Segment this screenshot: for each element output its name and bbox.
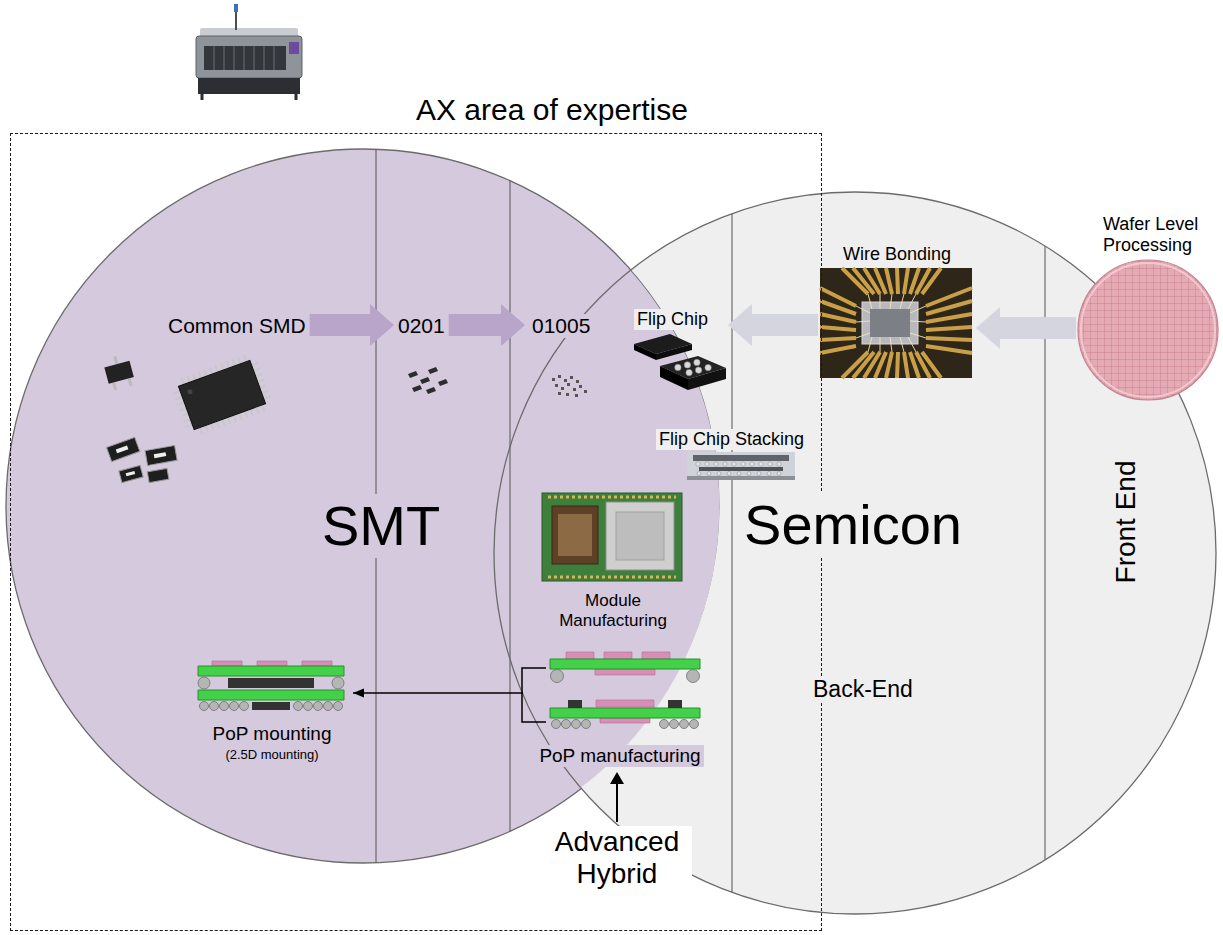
module-lid xyxy=(606,502,674,570)
component-label: Common SMD xyxy=(164,311,310,341)
process-item: Module Manufacturing xyxy=(541,491,685,641)
node-text: Semicon xyxy=(741,493,965,557)
text-slot: Flip Chip xyxy=(634,309,728,330)
machine-body xyxy=(196,36,302,78)
semicon-circle-region: Flip Chip Wire BondingFlip Chip StackingS… xyxy=(493,191,1217,915)
wafer-rim xyxy=(1081,263,1215,397)
node-text: 0201 xyxy=(398,314,445,338)
text-slot: PoP mounting xyxy=(191,723,353,745)
stack-substrate xyxy=(687,476,795,480)
resistor-marking xyxy=(126,471,135,476)
machine-slats xyxy=(214,46,274,70)
label-slot: Back-End xyxy=(810,676,940,702)
machine-panel xyxy=(289,42,299,54)
pointer-arrow-shaft xyxy=(616,782,618,822)
text-slot: (2.5D mounting) xyxy=(191,745,353,763)
text-slot: AX area of expertise xyxy=(416,93,746,128)
node-text: (2.5D mounting) xyxy=(225,748,318,763)
qfp-pin-mark xyxy=(187,389,193,395)
node-text: AX area of expertise xyxy=(416,93,688,128)
text-slot: Wafer Level Processing xyxy=(1103,214,1219,255)
text-slot: PoP manufacturing xyxy=(523,745,717,767)
smt-circle xyxy=(6,149,720,863)
module-pads xyxy=(548,497,676,577)
text-slot: Module Manufacturing xyxy=(548,591,678,630)
text-slot: Flip Chip Stacking xyxy=(656,429,828,450)
module-lid-inner xyxy=(616,512,664,560)
resistor-marking xyxy=(116,445,129,453)
lead-fingers xyxy=(820,268,972,378)
module-chip-die xyxy=(558,514,592,556)
component-label: 01005 xyxy=(525,311,597,341)
stacked-die xyxy=(693,455,789,461)
bond-wires xyxy=(856,294,926,352)
region-label: Advanced Hybrid xyxy=(542,826,692,890)
region-label: Front End xyxy=(1110,461,1142,584)
node-text: Flip Chip xyxy=(634,309,711,330)
wafer-circle: Wafer Level Processing xyxy=(1076,212,1221,402)
text-slot: SMT xyxy=(301,494,461,558)
text-slot: Semicon xyxy=(733,493,973,557)
band-divider xyxy=(732,214,733,893)
machine-antenna xyxy=(235,10,237,30)
arrow-line xyxy=(353,692,523,694)
wire-bond-photo xyxy=(820,268,972,378)
mounted-dies xyxy=(212,661,332,666)
band-divider xyxy=(1045,246,1046,860)
process-item: Flip Chip xyxy=(628,306,728,394)
node-text: Flip Chip Stacking xyxy=(656,429,807,450)
stacked-die xyxy=(699,467,783,471)
node-text: Wafer Level Processing xyxy=(1103,214,1219,255)
node-text: Wire Bonding xyxy=(843,244,951,265)
stacking-photo xyxy=(687,452,795,480)
node-text: SMT xyxy=(319,494,443,558)
node-text: PoP mounting xyxy=(212,723,331,745)
machine-feet xyxy=(202,94,296,100)
resistor-marking xyxy=(154,452,167,458)
wafer-disc xyxy=(1078,260,1218,400)
label-slot: Advanced Hybrid xyxy=(542,826,692,890)
process-item: Flip Chip Stacking xyxy=(652,428,830,482)
node-text: Module Manufacturing xyxy=(548,591,678,630)
machine-base xyxy=(198,78,300,94)
process-item: PoP manufacturing xyxy=(523,649,717,771)
machine-window xyxy=(204,46,286,70)
node-text: 01005 xyxy=(529,314,593,338)
silicon-die xyxy=(870,309,910,337)
module-board xyxy=(542,493,682,581)
node-text: Common SMD xyxy=(168,314,306,338)
text-slot: Wire Bonding xyxy=(818,244,976,265)
process-item: Wire Bonding xyxy=(818,242,976,380)
region-label: Back-End xyxy=(810,676,916,702)
expertise-region: Common SMD 0201 01005Module ManufacturingP… xyxy=(10,133,822,931)
node-text: PoP manufacturing xyxy=(536,745,703,767)
component-label: 0201 xyxy=(394,311,449,341)
solder-bumps xyxy=(675,359,712,376)
module-chip xyxy=(552,506,598,564)
process-item: PoP mounting (2.5D mounting) xyxy=(191,661,353,766)
machine-light xyxy=(234,4,238,12)
